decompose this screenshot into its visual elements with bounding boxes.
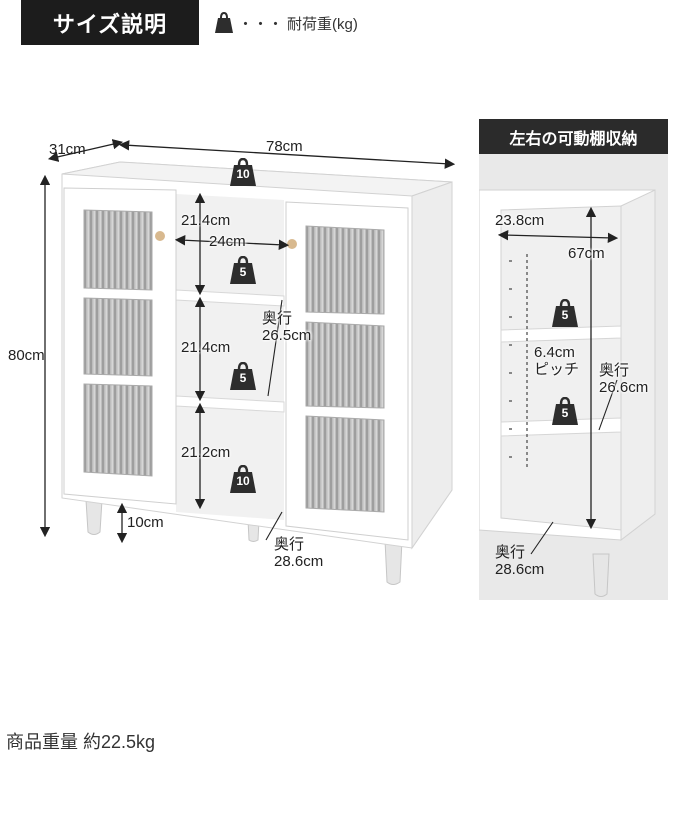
top-load-badge: 10	[229, 157, 257, 186]
shelf1-load-badge: 5	[229, 255, 257, 284]
height-label: 80cm	[8, 347, 45, 364]
side-top-load-value: 5	[561, 308, 569, 322]
inner-depth-key: 奥行	[262, 310, 293, 327]
bottom-load-value: 10	[236, 474, 250, 488]
legend-dots: ・・・	[238, 15, 284, 33]
pitch-text: ピッチ	[534, 360, 580, 378]
weight-icon	[552, 298, 578, 327]
leg-height-label: 10cm	[127, 514, 164, 531]
inner-width-label: 24cm	[209, 233, 246, 250]
side-bottom-load-badge: 5	[551, 396, 579, 425]
side-bottom-load-value: 5	[561, 406, 569, 420]
weight-icon	[215, 12, 233, 33]
inner-depth-label: 奥行 26.5cm	[262, 310, 312, 344]
side-height-label: 67cm	[568, 245, 605, 262]
top-load-value: 10	[236, 167, 250, 181]
weight-icon	[230, 464, 256, 493]
side-cabinet-illustration	[479, 189, 656, 597]
side-width-label: 23.8cm	[495, 212, 545, 229]
adjustable-shelf-panel: 左右の可動棚収納 23.8cm 67cm 6.4cm	[479, 119, 668, 600]
shelf1-height-label: 21.4cm	[181, 212, 231, 229]
shelf1-load-value: 5	[239, 265, 247, 279]
width-label: 78cm	[266, 138, 303, 155]
load-legend: ・・・ 耐荷重(kg)	[214, 8, 358, 38]
side-depth-label: 奥行 26.6cm	[599, 362, 649, 396]
weight-icon	[230, 157, 256, 186]
side-top-load-badge: 5	[551, 298, 579, 327]
shelf2-load-value: 5	[239, 371, 247, 385]
shelf3-height-label: 21.2cm	[181, 444, 231, 461]
bottom-depth-value: 28.6cm	[274, 552, 324, 570]
pitch-value: 6.4cm	[534, 344, 575, 361]
page-title: サイズ説明	[21, 0, 199, 45]
side-panel-header: 左右の可動棚収納	[479, 119, 668, 154]
bottom-depth-label: 奥行 28.6cm	[274, 536, 324, 570]
legend-label: 耐荷重(kg)	[287, 15, 358, 33]
side-pitch-label: 6.4cm ピッチ	[534, 344, 580, 378]
side-bottom-depth-value: 28.6cm	[495, 560, 545, 578]
weight-icon	[552, 396, 578, 425]
shelf2-load-badge: 5	[229, 361, 257, 390]
weight-icon	[230, 255, 256, 284]
bottom-load-badge: 10	[229, 464, 257, 493]
cabinet-illustration	[39, 139, 456, 585]
side-depth-value: 26.6cm	[599, 378, 649, 396]
product-weight: 商品重量 約22.5kg	[6, 732, 156, 752]
side-bottom-depth-label: 奥行 28.6cm	[495, 544, 545, 578]
side-depth-key: 奥行	[599, 362, 630, 379]
inner-depth-value: 26.5cm	[262, 326, 312, 344]
weight-icon	[230, 361, 256, 390]
depth-label: 31cm	[49, 141, 86, 158]
shelf2-height-label: 21.4cm	[181, 339, 231, 356]
bottom-depth-key: 奥行	[274, 536, 305, 553]
side-bottom-depth-key: 奥行	[495, 544, 526, 561]
